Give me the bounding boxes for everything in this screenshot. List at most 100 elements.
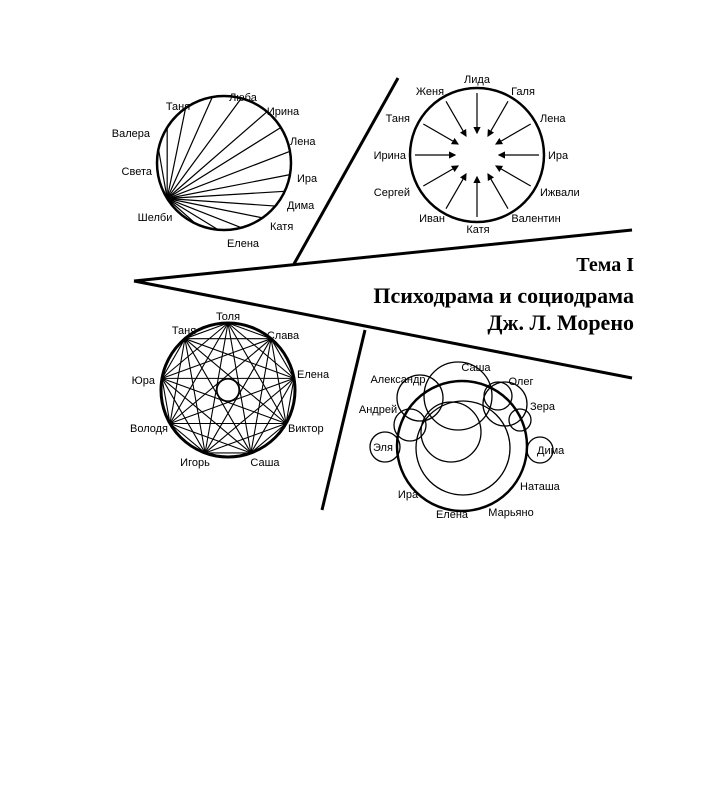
- tie-line: [250, 378, 295, 454]
- wedge-lower: [133, 279, 633, 380]
- label-lyuba: Люба: [229, 92, 258, 104]
- choice-arrow: [445, 173, 467, 209]
- title-line-1: Тема I: [576, 254, 634, 276]
- tie-line: [270, 338, 295, 379]
- label-aleksandr: Александр: [370, 374, 425, 386]
- choice-arrow: [423, 123, 459, 145]
- choice-arrow: [487, 173, 509, 209]
- sociogram-overlapping-circles: [369, 361, 554, 513]
- group-circle: [508, 408, 532, 432]
- tie-line: [167, 197, 263, 219]
- divider-lines: [133, 77, 633, 511]
- label-natasha: Наташа: [520, 481, 561, 493]
- label-dima-4: Дима: [537, 445, 565, 457]
- tie-line: [184, 322, 229, 340]
- label-oleg: Олег: [509, 376, 534, 388]
- choice-arrow: [495, 123, 531, 145]
- label-elya: Эля: [373, 442, 393, 454]
- label-valera: Валера: [112, 128, 151, 140]
- choice-arrow: [487, 101, 509, 137]
- divider-top: [292, 77, 400, 265]
- tie-line: [169, 338, 186, 424]
- tie-line: [166, 126, 282, 200]
- tie-line: [184, 338, 252, 454]
- tie-line: [204, 338, 272, 454]
- tie-line: [227, 322, 295, 379]
- tie-line: [167, 197, 276, 207]
- sociogram-complete-graph: Толя Таня Слава Юра Елена Володя Виктор …: [130, 311, 330, 469]
- tie-line: [227, 322, 287, 424]
- label-katya-2: Катя: [466, 224, 489, 236]
- title-line-3: Дж. Л. Морено: [487, 310, 634, 335]
- tie-line: [184, 338, 287, 424]
- label-zhenya: Женя: [416, 86, 444, 98]
- choice-arrow: [445, 101, 467, 137]
- label-galya: Галя: [511, 86, 535, 98]
- label-shelbi: Шелби: [138, 212, 173, 224]
- tie-line: [161, 378, 206, 454]
- tie-line: [204, 422, 287, 454]
- tie-line: [161, 322, 229, 379]
- tie-line: [184, 338, 206, 454]
- tie-line: [161, 378, 171, 424]
- tie-line: [250, 338, 272, 454]
- label-ira: Ира: [297, 173, 318, 185]
- overlap-labels: Александр Саша Олег Андрей Зера Эля Дима…: [359, 362, 565, 521]
- tie-line: [166, 197, 242, 229]
- label-sasha-3: Саша: [250, 457, 280, 469]
- label-sveta: Света: [122, 166, 153, 178]
- tie-line: [204, 377, 295, 454]
- tie-line: [285, 378, 295, 424]
- group-circle: [396, 374, 444, 422]
- choice-arrow: [495, 165, 531, 187]
- group-circle: [369, 431, 401, 463]
- label-tanya-3: Таня: [172, 325, 196, 337]
- label-katya: Катя: [270, 221, 293, 233]
- label-zera: Зера: [530, 401, 556, 413]
- label-sergei: Сергей: [374, 187, 410, 199]
- label-elena-4: Елена: [436, 509, 469, 521]
- tie-line: [157, 148, 168, 199]
- tie-line: [161, 377, 252, 454]
- sociogram-arrows-inward: Женя Лида Галя Таня Лена Ирина Ира Серге…: [374, 74, 580, 236]
- choice-arrow: [423, 165, 459, 187]
- tie-line: [167, 190, 285, 200]
- tie-line: [169, 422, 252, 454]
- label-volodya: Володя: [130, 423, 168, 435]
- label-lida: Лида: [464, 74, 491, 86]
- group-circle: [420, 401, 482, 463]
- tie-line: [161, 338, 272, 379]
- tie-line: [169, 377, 295, 425]
- label-irina-2: Ирина: [374, 150, 407, 162]
- label-viktor: Виктор: [288, 423, 324, 435]
- sociogram-star-from-one: Таня Люба Ирина Валера Лена Света Ира Ше…: [112, 92, 318, 250]
- tie-line: [161, 338, 186, 379]
- label-dima: Дима: [287, 200, 315, 212]
- inner-circle: [216, 378, 240, 402]
- wedge-upper: [133, 228, 633, 283]
- label-slava: Слава: [267, 330, 300, 342]
- tie-line: [227, 322, 272, 340]
- tie-line: [166, 97, 242, 199]
- divider-bottom: [320, 329, 367, 511]
- tie-line: [161, 377, 287, 425]
- label-ira-4: Ира: [398, 489, 419, 501]
- label-andrei: Андрей: [359, 404, 397, 416]
- label-igor: Игорь: [180, 457, 210, 469]
- tie-line: [169, 423, 206, 454]
- group-circle: [482, 381, 528, 427]
- label-yura: Юра: [132, 375, 156, 387]
- group-circle: [526, 436, 554, 464]
- tie-line: [184, 338, 295, 379]
- tie-line: [270, 338, 287, 424]
- tie-line: [167, 174, 291, 200]
- label-tanya: Таня: [166, 101, 190, 113]
- group-circle: [393, 408, 427, 442]
- label-tanya-2: Таня: [386, 113, 410, 125]
- label-valentin: Валентин: [511, 213, 560, 225]
- tie-line: [166, 111, 268, 199]
- label-lena-2: Лена: [540, 113, 566, 125]
- group-circle: [415, 400, 511, 496]
- sociogram-circle: [155, 94, 293, 232]
